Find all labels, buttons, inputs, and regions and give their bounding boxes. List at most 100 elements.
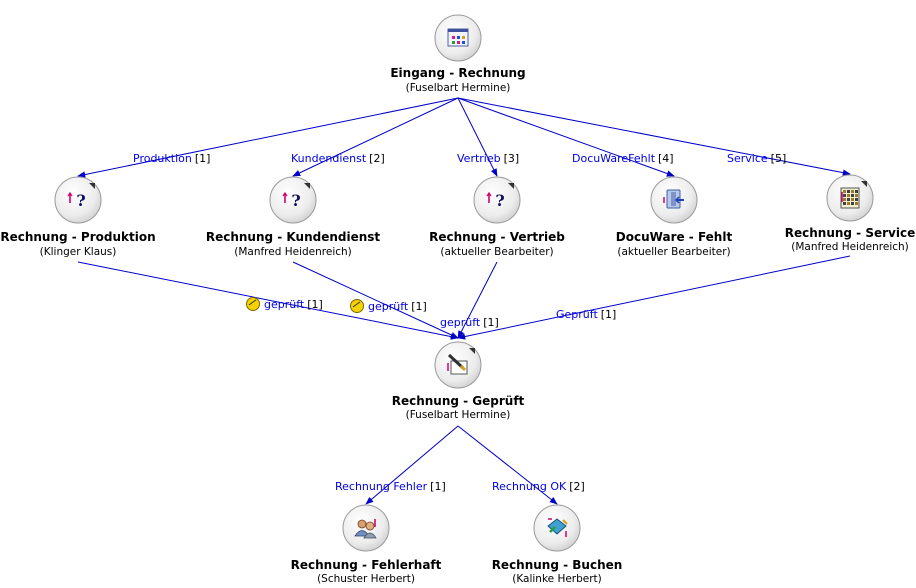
edge-label-count: [1] — [601, 308, 617, 321]
edge-label-count: [1] — [430, 480, 446, 493]
edge-label: Kundendienst[2] — [291, 152, 385, 165]
edge-line[interactable] — [292, 97, 459, 177]
edge-kundendienst-geprueft[interactable]: geprüft[1] — [292, 261, 459, 339]
edge-eingang-service[interactable]: Service[5] — [457, 97, 851, 176]
form-icon — [447, 28, 469, 47]
edge-label-count: [3] — [504, 152, 520, 165]
node-fehlt[interactable]: DocuWare - Fehlt (aktueller Bearbeiter) — [616, 176, 733, 258]
node-title: Rechnung - Fehlerhaft — [291, 558, 442, 572]
node-vertrieb[interactable]: ? Rechnung - Vertrieb (aktueller Bearbeite… — [429, 176, 565, 258]
edge-eingang-vertrieb[interactable]: Vertrieb[3] — [457, 97, 520, 177]
edge-eingang-kundendienst[interactable]: Kundendienst[2] — [291, 97, 459, 177]
edge-label-count: [2] — [369, 152, 385, 165]
node-eingang[interactable]: Eingang - Rechnung (Fuselbart Hermine) — [390, 14, 526, 94]
edge-label-count: [1] — [307, 298, 323, 311]
node-subtitle: (Fuselbart Hermine) — [406, 82, 511, 94]
edge-line[interactable] — [457, 97, 851, 176]
edge-vertrieb-geprueft[interactable]: geprüft[1] — [440, 261, 499, 339]
edge-label-name: Rechnung Fehler — [335, 480, 428, 493]
edge-geprueft-buchen[interactable]: Rechnung OK[2] — [457, 425, 585, 505]
edge-label: Rechnung OK[2] — [492, 480, 585, 493]
node-buchen[interactable]: Rechnung - Buchen(Kalinke Herbert) — [492, 504, 623, 585]
clock-icon — [350, 299, 364, 313]
node-title: Rechnung - Geprüft — [392, 394, 525, 408]
node-subtitle: (Manfred Heidenreich) — [791, 241, 909, 253]
edge-line[interactable] — [457, 97, 675, 177]
edge-label-name: Vertrieb — [457, 152, 501, 165]
edge-label-name: Kundendienst — [291, 152, 367, 165]
edge-label-count: [1] — [195, 152, 211, 165]
edge-label-count: [1] — [483, 316, 499, 329]
node-geprueft[interactable]: Rechnung - Geprüft(Fuselbart Hermine) — [392, 341, 525, 421]
node-kundendienst[interactable]: ?Rechnung - Kundendienst(Manfred Heidenr… — [206, 176, 381, 258]
node-subtitle: (Fuselbart Hermine) — [406, 409, 511, 421]
edge-line[interactable] — [77, 97, 459, 178]
node-title: Eingang - Rechnung — [390, 66, 525, 80]
svg-text:?: ? — [291, 191, 300, 210]
edge-label-name: DocuWareFehlt — [572, 152, 656, 165]
node-subtitle: (aktueller Bearbeiter) — [617, 246, 730, 258]
node-subtitle: (Kalinke Herbert) — [512, 573, 602, 585]
svg-text:?: ? — [495, 191, 504, 210]
clock-icon — [246, 297, 260, 311]
node-circle[interactable] — [269, 176, 317, 224]
corner-marker-icon — [508, 183, 514, 189]
corner-marker-icon — [861, 181, 867, 187]
edge-eingang-produktion[interactable]: Produktion[1] — [77, 97, 459, 178]
node-subtitle: (Klinger Klaus) — [40, 246, 117, 258]
edge-geprueft-fehlerhaft[interactable]: Rechnung Fehler[1] — [335, 425, 459, 505]
edge-label-name: Produktion — [133, 152, 192, 165]
corner-marker-icon — [89, 183, 95, 189]
edge-label-name: geprüft — [368, 300, 409, 313]
node-circle[interactable] — [342, 504, 390, 552]
service-icon — [840, 187, 860, 209]
edge-line[interactable] — [457, 425, 558, 505]
edge-line[interactable] — [457, 97, 498, 177]
edge-line[interactable] — [77, 261, 459, 340]
edge-label: geprüft[1] — [368, 300, 427, 313]
edge-label-name: geprüft — [440, 316, 481, 329]
node-produktion[interactable]: ? Rechnung - Produktion (Klinger Klaus) — [0, 176, 156, 258]
svg-text:?: ? — [76, 191, 85, 210]
edge-label-name: Rechnung OK — [492, 480, 567, 493]
corner-marker-icon — [304, 183, 310, 189]
docuware-icon — [663, 189, 684, 209]
edge-label: Produktion[1] — [133, 152, 210, 165]
edge-label-name: geprüft — [264, 298, 305, 311]
edge-label-name: Service — [727, 152, 768, 165]
edge-line[interactable] — [457, 255, 851, 340]
edge-label-count: [1] — [411, 300, 427, 313]
edge-produktion-geprueft[interactable]: geprüft[1] — [77, 261, 459, 340]
book-icon — [547, 518, 568, 537]
edge-line[interactable] — [365, 425, 459, 505]
node-title: Rechnung - Produktion — [0, 230, 155, 244]
node-circle[interactable] — [473, 176, 521, 224]
node-title: Rechnung - Vertrieb — [429, 230, 565, 244]
edge-label-count: [2] — [569, 480, 585, 493]
node-subtitle: (Manfred Heidenreich) — [234, 246, 352, 258]
question-icon: ? — [67, 191, 86, 210]
node-title: Rechnung - Buchen — [492, 558, 623, 572]
corner-marker-icon — [469, 348, 475, 354]
edge-line[interactable] — [292, 261, 459, 339]
edge-label: Geprüft[1] — [556, 308, 616, 321]
node-title: DocuWare - Fehlt — [616, 230, 733, 244]
edge-label: geprüft[1] — [440, 316, 499, 329]
node-service[interactable]: Rechnung - Service(Manfred Heidenreich) — [785, 174, 915, 253]
question-icon: ? — [282, 191, 301, 210]
node-fehlerhaft[interactable]: Rechnung - Fehlerhaft(Schuster Herbert) — [291, 504, 442, 585]
node-title: Rechnung - Service — [785, 226, 915, 240]
edge-label: Service[5] — [727, 152, 786, 165]
question-icon: ? — [486, 191, 505, 210]
edge-line[interactable] — [457, 261, 498, 339]
edge-service-geprueft[interactable]: Geprüft[1] — [457, 255, 851, 340]
users-icon — [354, 519, 377, 539]
node-subtitle: (Schuster Herbert) — [317, 573, 415, 585]
edge-label: geprüft[1] — [264, 298, 323, 311]
node-subtitle: (aktueller Bearbeiter) — [440, 246, 553, 258]
edge-label: Rechnung Fehler[1] — [335, 480, 446, 493]
edge-eingang-fehlt[interactable]: DocuWareFehlt[4] — [457, 97, 675, 177]
approve-icon — [447, 353, 468, 375]
node-circle[interactable] — [54, 176, 102, 224]
